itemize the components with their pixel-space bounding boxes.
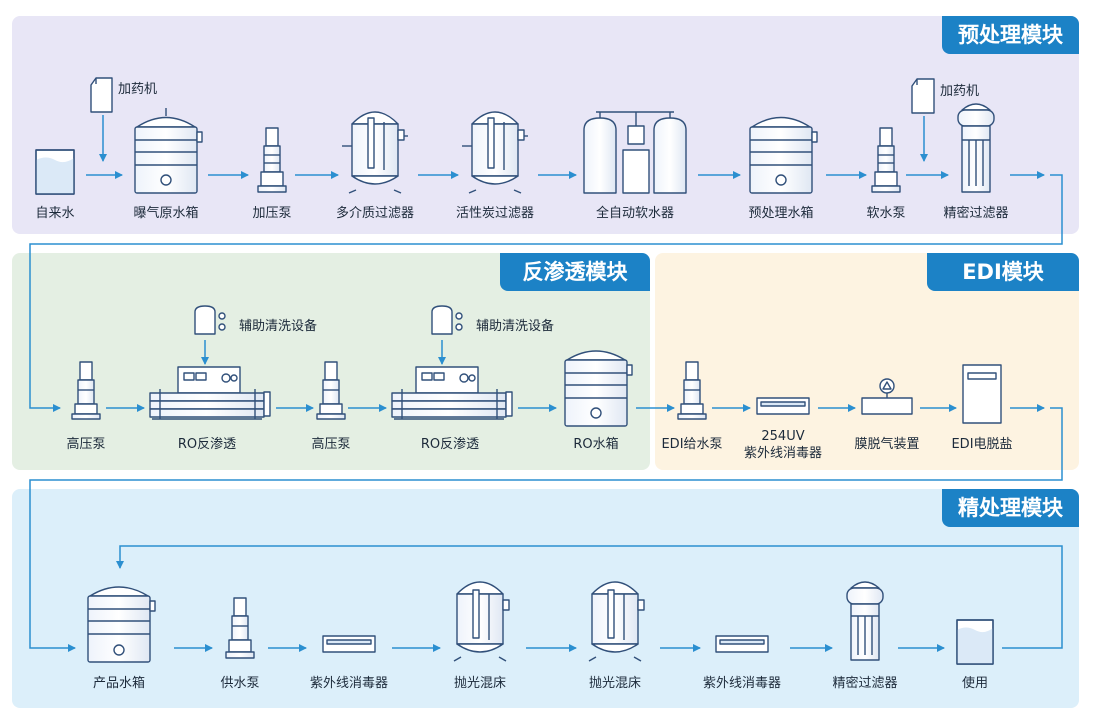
ro-module-title: 反渗透模块: [500, 253, 650, 291]
recirculation-arrow: [116, 545, 1063, 649]
label-polishing-mixed-bed: 抛光混床: [588, 676, 642, 691]
label-polishing-mixed-bed: 抛光混床: [453, 676, 507, 691]
product-tank-icon: [87, 586, 156, 663]
ro-tank-icon: [564, 350, 633, 427]
high-pressure-pump-icon: [316, 361, 346, 420]
edi-feed-pump-icon: [677, 361, 707, 420]
aux-cleaning-label: 辅助清洗设备: [239, 319, 318, 334]
label-high-pressure-pump: 高压泵: [66, 437, 106, 452]
label-water-softener: 全自动软水器: [595, 206, 675, 221]
tap-water-icon: [35, 149, 75, 195]
soft-water-pump-icon: [871, 127, 901, 193]
label-degasser: 膜脱气装置: [854, 437, 920, 452]
label-point-of-use: 使用: [961, 676, 989, 691]
label-carbon-filter: 活性炭过滤器: [455, 206, 535, 221]
row-connector-arrow: [29, 407, 1063, 652]
degasser-icon: [861, 378, 913, 415]
label-uv-sterilizer: 紫外线消毒器: [702, 676, 782, 691]
aux-cleaning-device-icon: [194, 305, 226, 335]
label-high-pressure-pump: 高压泵: [311, 437, 351, 452]
edi-unit-icon: [962, 364, 1002, 424]
carbon-filter-icon: [462, 111, 528, 194]
label-pretreatment-tank: 预处理水箱: [748, 206, 814, 221]
polishing-mixed-bed-icon: [588, 581, 645, 662]
label-uv-sterilizer: 紫外线消毒器: [743, 446, 823, 461]
label-edi-feed-pump: EDI给水泵: [661, 437, 723, 452]
pretreatment-module-title: 预处理模块: [942, 16, 1079, 54]
ro-unit-icon: [391, 366, 513, 420]
label-aeration-tank: 曝气原水箱: [133, 206, 199, 221]
pretreatment-tank-icon: [749, 116, 818, 194]
dosing-machine-label: 加药机: [118, 82, 158, 97]
label-product-tank: 产品水箱: [92, 676, 146, 691]
label-uv-254: 254UV: [761, 429, 805, 444]
polishing-mixed-bed-icon: [453, 581, 510, 662]
uv-sterilizer-icon: [322, 635, 376, 653]
point-of-use-icon: [956, 619, 994, 665]
edi-module-title: EDI模块: [927, 253, 1079, 291]
finishing-module-title: 精处理模块: [942, 489, 1079, 527]
dosing-machine-icon: [911, 78, 935, 114]
label-supply-pump: 供水泵: [220, 676, 260, 691]
label-ro-unit: RO反渗透: [420, 437, 480, 452]
uv-sterilizer-icon: [715, 635, 769, 653]
label-multimedia-filter: 多介质过滤器: [335, 206, 415, 221]
aeration-tank-icon: [134, 108, 203, 194]
dosing-machine-label: 加药机: [940, 84, 980, 99]
aux-cleaning-label: 辅助清洗设备: [476, 319, 555, 334]
label-ro-tank: RO水箱: [573, 437, 619, 452]
label-uv-sterilizer: 紫外线消毒器: [309, 676, 389, 691]
label-ro-unit: RO反渗透: [177, 437, 237, 452]
finishing-panel: [12, 489, 1079, 708]
booster-pump-icon: [257, 127, 287, 193]
label-booster-pump: 加压泵: [252, 206, 292, 221]
label-precision-filter: 精密过滤器: [943, 206, 1009, 221]
multimedia-filter-icon: [342, 111, 408, 194]
row-connector-arrow: [29, 174, 1063, 412]
high-pressure-pump-icon: [71, 361, 101, 420]
dosing-machine-icon: [90, 77, 113, 113]
label-precision-filter: 精密过滤器: [832, 676, 898, 691]
precision-filter-icon: [957, 103, 995, 193]
aux-cleaning-device-icon: [431, 305, 463, 335]
supply-pump-icon: [225, 597, 255, 659]
label-edi-unit: EDI电脱盐: [951, 437, 1013, 452]
label-tap-water: 自来水: [35, 206, 75, 221]
water-softener-icon: [583, 111, 687, 194]
ro-unit-icon: [149, 366, 271, 420]
precision-filter-icon: [846, 581, 884, 661]
uv-sterilizer-icon: [756, 397, 810, 415]
label-soft-water-pump: 软水泵: [866, 206, 906, 221]
